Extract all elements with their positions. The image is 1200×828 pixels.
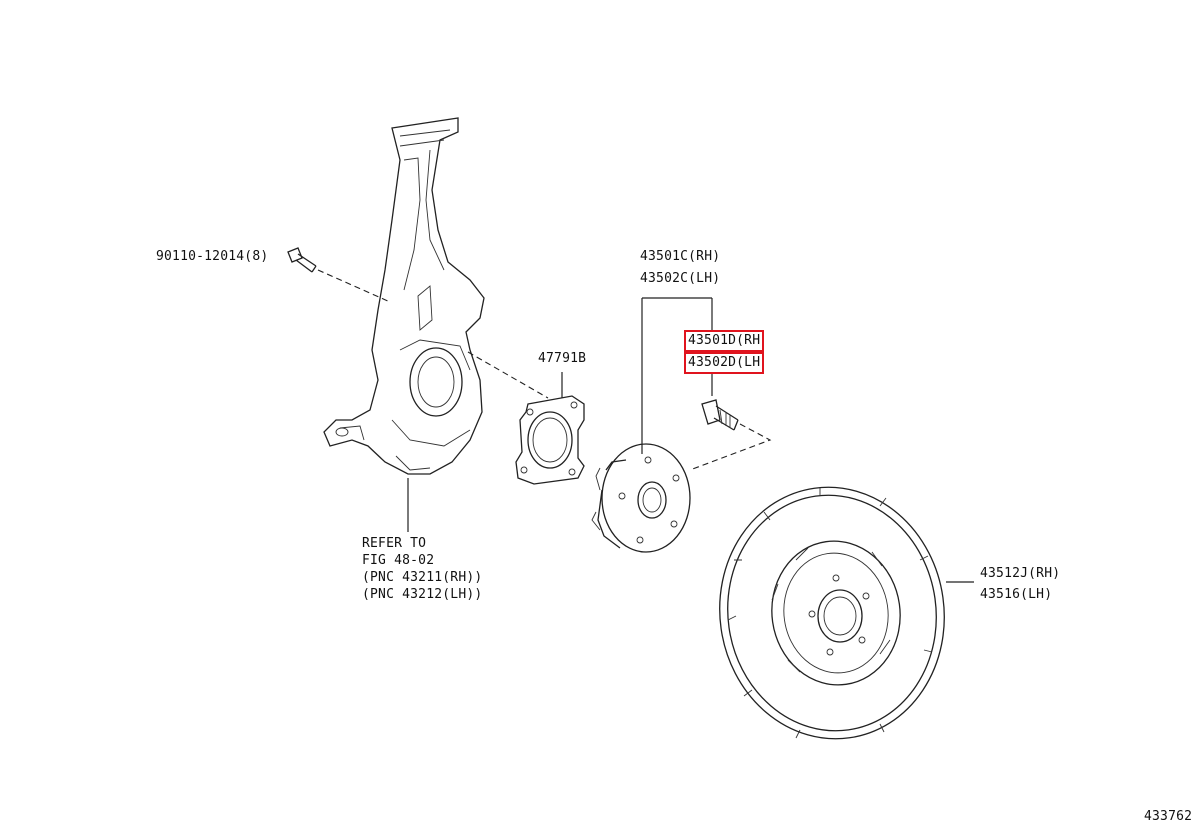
knuckle-to-gasket-dashed [467, 351, 549, 399]
hub-bracket-leader [641, 297, 713, 454]
knuckle-bolt-90110 [287, 247, 317, 273]
label-hub-lh: 43502C(LH) [640, 271, 721, 286]
figure-id: 433762 [1144, 809, 1193, 824]
label-bolt-90110: 90110-12014(8) [156, 249, 269, 264]
label-gasket-47791b: 47791B [538, 351, 587, 366]
label-hub-rh: 43501C(RH) [640, 249, 721, 264]
label-hub-bolt-lh: 43502D(LH [684, 352, 765, 374]
brake-rotor [719, 486, 945, 740]
hub-assembly [591, 443, 691, 553]
label-refer-line-4: (PNC 43212(LH)) [362, 587, 483, 602]
hub-bolt [701, 399, 739, 431]
label-refer-line-1: REFER TO [362, 536, 427, 551]
bolt-to-hub-dashed [689, 423, 772, 471]
label-rotor-rh: 43512J(RH) [980, 566, 1061, 581]
steering-knuckle [323, 117, 485, 475]
label-hub-bolt-rh: 43501D(RH [684, 330, 765, 352]
label-refer-line-3: (PNC 43211(RH)) [362, 570, 483, 585]
label-refer-line-2: FIG 48-02 [362, 553, 435, 568]
bolt-dashed-leader [317, 269, 391, 303]
label-rotor-lh: 43516(LH) [980, 587, 1053, 602]
gasket-plate-47791b [515, 395, 585, 485]
